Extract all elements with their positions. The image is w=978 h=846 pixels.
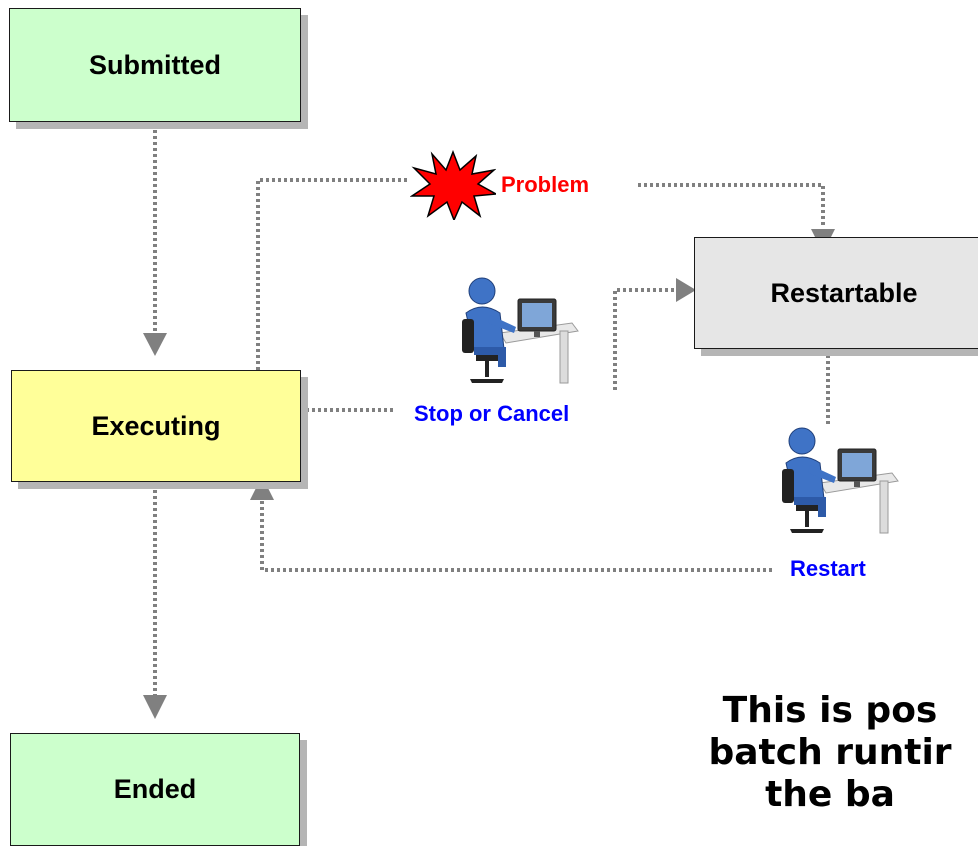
arrow-restart-to-executing xyxy=(260,500,772,572)
arrow-executing-to-restartable-problem xyxy=(256,178,408,370)
transition-restart-label: Restart xyxy=(790,556,866,581)
note-line-3: the ba xyxy=(765,774,895,815)
arrowhead-up-into-executing xyxy=(250,476,274,500)
state-submitted: Submitted xyxy=(9,8,301,122)
arrowhead-into-restartable-left xyxy=(676,278,696,302)
state-executing-label: Executing xyxy=(91,410,221,441)
transition-stop-or-cancel-label: Stop or Cancel xyxy=(414,401,570,426)
state-ended-label: Ended xyxy=(113,774,197,804)
note-line-1: This is pos xyxy=(722,690,938,731)
arrowhead-into-executing xyxy=(143,333,167,356)
arrow-problem-to-restartable xyxy=(638,183,825,225)
transition-problem-label: Problem xyxy=(501,172,590,197)
state-executing: Executing xyxy=(11,370,301,482)
person-at-computer-icon xyxy=(782,427,899,534)
state-submitted-label: Submitted xyxy=(89,49,221,80)
arrow-stop-to-restartable xyxy=(613,288,678,390)
person-at-computer-icon xyxy=(462,277,579,384)
state-restartable-label: Restartable xyxy=(770,277,918,308)
arrowhead-into-ended xyxy=(143,695,167,719)
note-line-2: batch runtir xyxy=(708,732,952,773)
note-text: This is pos batch runtir the ba xyxy=(620,690,978,816)
state-ended: Ended xyxy=(10,733,300,846)
red-starburst-icon xyxy=(410,150,496,220)
state-restartable: Restartable xyxy=(694,237,978,349)
